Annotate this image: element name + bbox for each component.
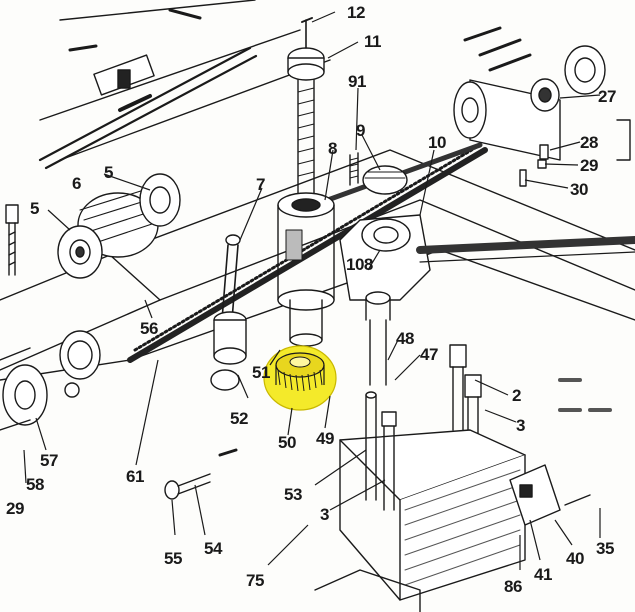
small-pin	[349, 152, 359, 186]
bolt-48	[365, 291, 391, 386]
pins-53	[365, 391, 397, 511]
callout-5-left: 5	[30, 199, 39, 218]
callout-27: 27	[598, 87, 616, 106]
right-housing	[453, 45, 606, 161]
ball-part	[362, 165, 408, 195]
callout-12: 12	[347, 3, 365, 22]
callout-35: 35	[596, 539, 614, 558]
bearing-block	[339, 214, 635, 301]
callout-3-mid: 3	[320, 505, 329, 524]
callout-28: 28	[580, 133, 598, 152]
top-right-screws	[168, 8, 532, 72]
callout-58: 58	[26, 475, 44, 494]
bracket-40	[509, 464, 591, 526]
callout-56: 56	[140, 319, 158, 338]
callout-8: 8	[328, 139, 337, 158]
callout-53: 53	[284, 485, 302, 504]
callout-49: 49	[316, 429, 334, 448]
callout-75: 75	[246, 571, 264, 590]
callout-5-upper: 5	[104, 163, 113, 182]
callout-57: 57	[40, 451, 58, 470]
callout-47: 47	[420, 345, 438, 364]
callout-108: 108	[346, 255, 373, 274]
block-75	[339, 429, 526, 601]
callout-40: 40	[566, 549, 584, 568]
callout-51: 51	[252, 363, 270, 382]
leader-lines	[23, 11, 601, 570]
callout-6: 6	[72, 174, 81, 193]
callout-7: 7	[256, 175, 265, 194]
lever-7	[210, 234, 247, 391]
callout-41: 41	[534, 565, 552, 584]
callout-91: 91	[348, 72, 366, 91]
callout-54: 54	[204, 539, 222, 558]
callout-30: 30	[570, 180, 588, 199]
callout-11: 11	[364, 32, 381, 51]
callout-50: 50	[278, 433, 296, 452]
callout-9: 9	[356, 121, 365, 140]
callout-55: 55	[164, 549, 182, 568]
callout-61: 61	[126, 467, 144, 486]
sleeve-housing	[277, 192, 335, 311]
callout-52: 52	[230, 409, 248, 428]
left-collar	[0, 330, 101, 431]
pinion-gear	[57, 173, 181, 279]
callout-3-right: 3	[516, 416, 525, 435]
highlighted-gear-50	[263, 345, 337, 411]
vertical-screw	[287, 17, 325, 196]
callout-29-left: 29	[6, 499, 24, 518]
callout-29-top: 29	[580, 156, 598, 175]
callout-2: 2	[512, 386, 521, 405]
left-bolt	[5, 204, 19, 276]
callout-86: 86	[504, 577, 522, 596]
callout-48: 48	[396, 329, 414, 348]
bottom-left-fragment	[314, 378, 612, 612]
callout-10: 10	[428, 133, 446, 152]
top-shaft	[38, 0, 258, 170]
right-screws	[449, 344, 482, 461]
small-bolts-55	[164, 448, 238, 500]
